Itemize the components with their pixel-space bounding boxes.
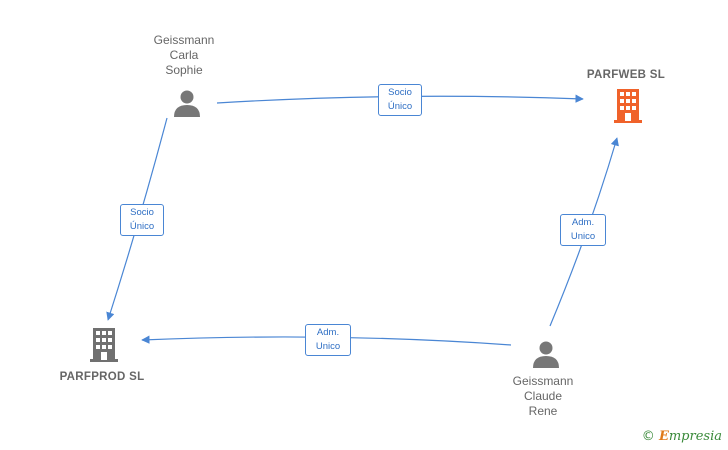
edge-label-carla-parfprod: Socio Único: [120, 204, 164, 236]
person-icon[interactable]: [173, 89, 201, 117]
person-claude-label[interactable]: Geissmann Claude Rene: [512, 374, 574, 418]
company-parfprod-label[interactable]: PARFPROD SL: [59, 371, 145, 383]
edge-label-claude-parfprod: Adm. Unico: [305, 324, 351, 356]
brand-name: mpresia: [668, 429, 722, 444]
person-carla-label[interactable]: Geissmann Carla Sophie: [153, 33, 215, 77]
brand-initial: E: [658, 429, 669, 444]
company-parfweb-label[interactable]: PARFWEB SL: [586, 69, 666, 81]
edge-label-carla-parfweb: Socio Único: [378, 84, 422, 116]
empresia-logo: © Empresia: [642, 429, 722, 444]
edge-label-claude-parfweb: Adm. Unico: [560, 214, 606, 246]
person-icon[interactable]: [532, 340, 560, 368]
copyright-symbol: ©: [641, 429, 655, 444]
building-icon[interactable]: [614, 89, 642, 123]
building-icon[interactable]: [90, 328, 118, 362]
